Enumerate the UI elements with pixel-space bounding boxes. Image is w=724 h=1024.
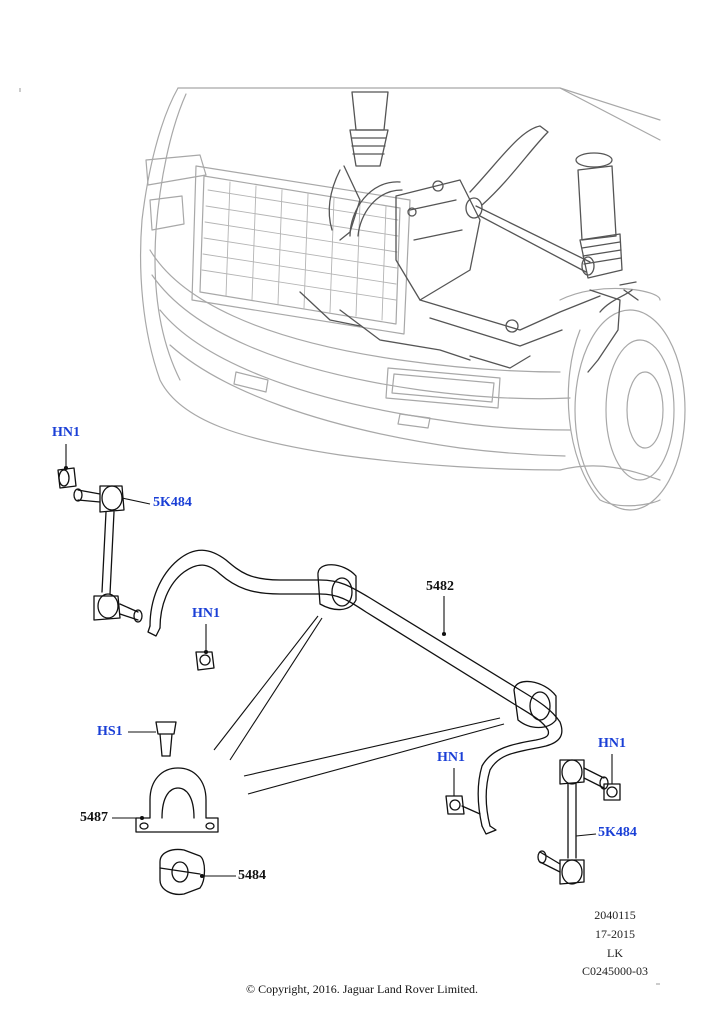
drop-link-left: [73, 485, 143, 623]
drawing-code-1: 2040115: [594, 908, 636, 922]
callout-5487: 5487: [80, 810, 108, 825]
callout-hn1-right[interactable]: HN1: [598, 736, 626, 751]
callout-hs1[interactable]: HS1: [97, 724, 123, 739]
bushing-5484: [159, 848, 206, 896]
callout-5482: 5482: [426, 579, 454, 594]
copyright-notice: © Copyright, 2016. Jaguar Land Rover Lim…: [245, 982, 479, 996]
callout-5484: 5484: [238, 868, 266, 883]
nut-right-inner: [445, 795, 465, 815]
bolt-hs1: [155, 721, 177, 757]
drop-link-right: [537, 759, 609, 885]
exploded-parts: [57, 467, 621, 896]
callout-hn1-top[interactable]: HN1: [52, 425, 80, 440]
callout-5k484-right[interactable]: 5K484: [598, 825, 637, 840]
bar-bushing-left: [317, 564, 357, 611]
callout-hn1-mid[interactable]: HN1: [192, 606, 220, 621]
drawing-code-4: C0245000-03: [582, 964, 648, 978]
leader-lines: [63, 444, 613, 879]
suspension-assembly-sketch: [299, 91, 639, 373]
bar-bushing-right: [513, 680, 557, 729]
vehicle-front-sketch: [139, 87, 686, 511]
drawing-code-3: LK: [607, 946, 623, 960]
callout-hn1-right-inner[interactable]: HN1: [437, 750, 465, 765]
clamp-bracket-5487: [135, 767, 219, 833]
drawing-code-2: 17-2015: [595, 927, 635, 941]
nut-right: [603, 783, 621, 801]
anti-roll-bar: [149, 549, 563, 827]
callout-5k484-top[interactable]: 5K484: [153, 495, 192, 510]
